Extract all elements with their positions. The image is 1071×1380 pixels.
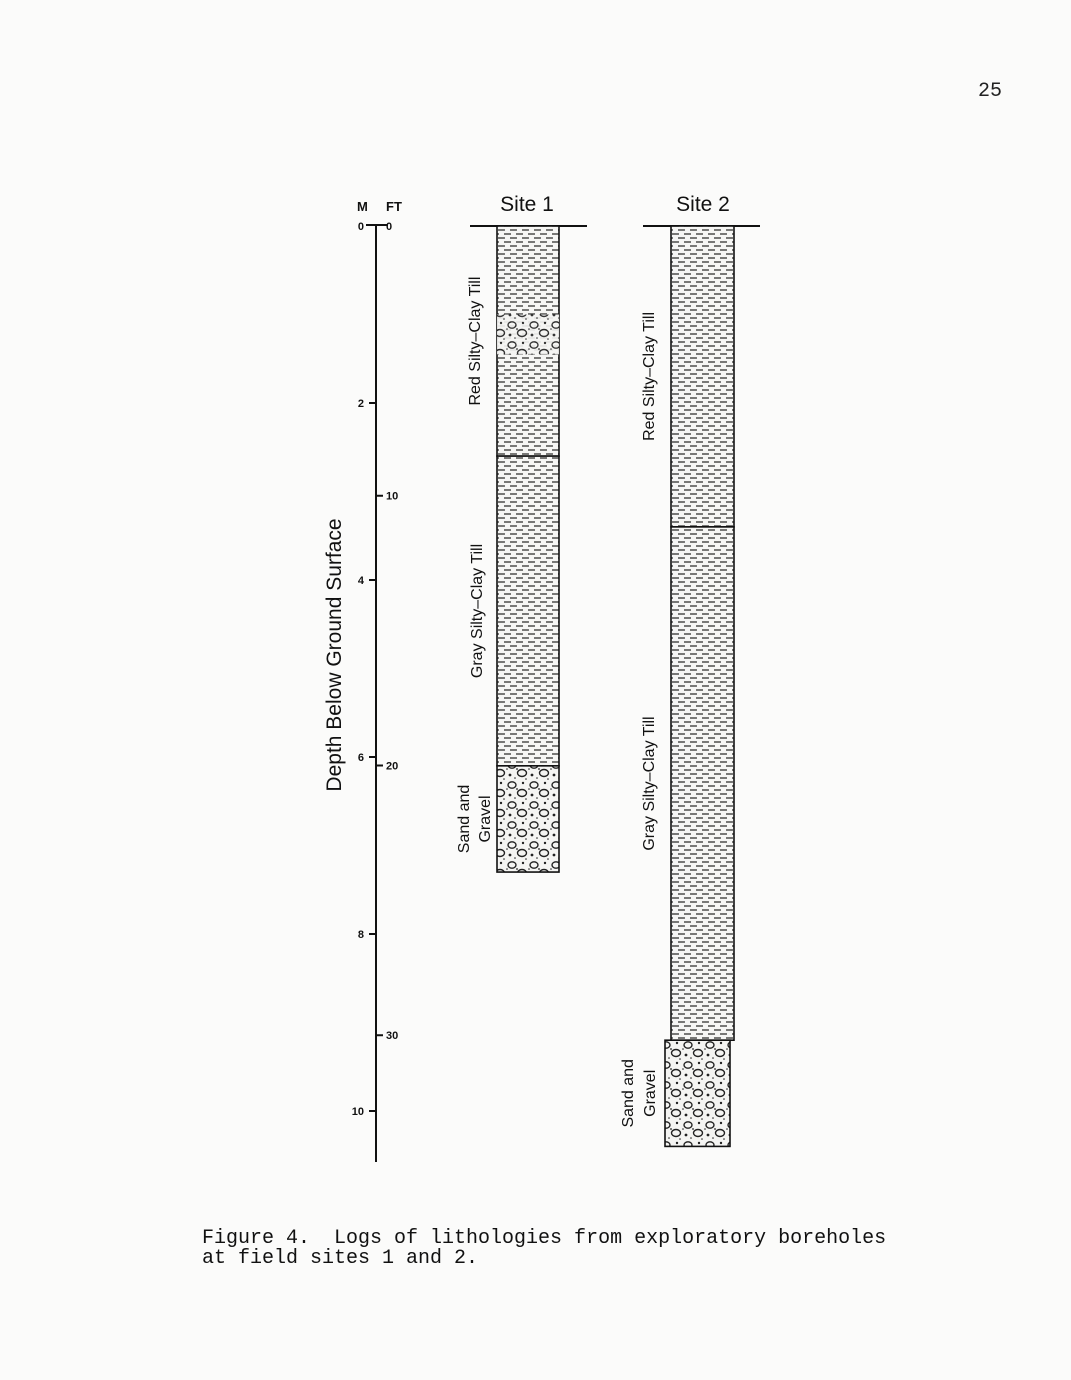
- feet-ticks: 0 10 20 30: [376, 221, 398, 1042]
- axis-unit-m: M: [357, 199, 368, 214]
- site-1-sand-gravel-label-line2: Gravel: [477, 795, 494, 842]
- caption-line-1: Figure 4. Logs of lithologies from explo…: [202, 1227, 887, 1250]
- site-1-title: Site 1: [500, 193, 554, 216]
- site-1-sand-gravel-label-line1: Sand and: [456, 785, 473, 854]
- site-2-title: Site 2: [676, 193, 730, 216]
- site-2-gray-till-layer: [670, 526, 735, 1042]
- axis-unit-ft: FT: [386, 199, 402, 214]
- site-2-sand-gravel-label-line1: Sand and: [620, 1059, 637, 1128]
- meter-tick-label: 2: [358, 398, 364, 410]
- figure-caption: Figure 4. Logs of lithologies from explo…: [202, 1229, 962, 1269]
- meter-tick-label: 10: [352, 1106, 364, 1118]
- meter-tick-label: 6: [358, 752, 364, 764]
- site-1-sand-gravel-layer: [496, 765, 560, 873]
- feet-tick-label: 0: [386, 221, 392, 233]
- meter-tick-label: 8: [358, 929, 364, 941]
- site-2-sand-gravel-layer: [664, 1039, 731, 1148]
- site-2-gray-till-label: Gray Silty–Clay Till: [641, 716, 658, 850]
- feet-tick-label: 20: [386, 760, 398, 772]
- site-2-sand-gravel-label-line2: Gravel: [642, 1070, 659, 1117]
- site-1-gray-till-label: Gray Silty–Clay Till: [469, 544, 486, 678]
- site-2-log: Site 2 Red Silty–Clay Till Gray Silty–Cl…: [620, 193, 760, 1148]
- site-2-red-till-layer: [670, 225, 735, 528]
- depth-axis: M FT 0 2 4 6 8 10 0 10 20 30 Depth Below Ground …: [323, 199, 402, 1162]
- meter-ticks: 0 2 4 6 8 10: [352, 221, 376, 1118]
- meter-tick-label: 4: [358, 575, 365, 587]
- page-number: 25: [978, 80, 1003, 103]
- site-1-log: Site 1 Red Silty–Clay Till Gray Silty–Cl…: [456, 193, 587, 873]
- site-1-gray-till-layer: [496, 455, 560, 767]
- caption-line-2: at field sites 1 and 2.: [202, 1247, 479, 1270]
- meter-tick-label: 0: [358, 221, 364, 233]
- site-1-red-till-label: Red Silty–Clay Till: [467, 277, 484, 406]
- depth-axis-label: Depth Below Ground Surface: [323, 518, 346, 791]
- site-2-red-till-label: Red Silty–Clay Till: [641, 312, 658, 441]
- feet-tick-label: 30: [386, 1030, 398, 1042]
- feet-tick-label: 10: [386, 491, 398, 503]
- site-1-gravel-lens: [497, 314, 559, 355]
